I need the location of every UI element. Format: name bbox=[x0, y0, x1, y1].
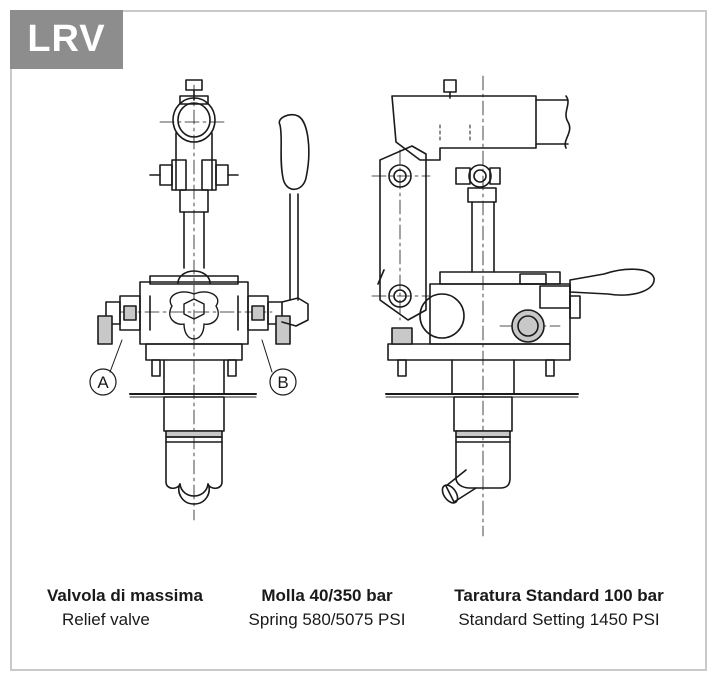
caption-relief-valve: Valvola di massima Relief valve bbox=[30, 584, 220, 632]
caption-italian: Valvola di massima bbox=[47, 586, 203, 605]
caption-italian: Molla 40/350 bar bbox=[261, 586, 393, 605]
caption-english: Relief valve bbox=[62, 610, 150, 629]
cross-bolt bbox=[149, 159, 239, 191]
hand-lever bbox=[278, 113, 310, 301]
caption-spring: Molla 40/350 bar Spring 580/5075 PSI bbox=[232, 584, 422, 632]
model-badge: LRV bbox=[10, 10, 123, 69]
caption-italian: Taratura Standard 100 bar bbox=[454, 586, 664, 605]
caption-english: Spring 580/5075 PSI bbox=[248, 610, 406, 629]
top-yoke bbox=[172, 79, 216, 191]
pivot-nut bbox=[455, 164, 501, 273]
stem bbox=[179, 189, 209, 269]
front-view bbox=[97, 79, 310, 521]
valve-body-side bbox=[387, 268, 655, 377]
lower-shaft-side bbox=[385, 359, 579, 504]
side-view bbox=[371, 75, 655, 537]
svg-text:B: B bbox=[277, 373, 288, 392]
caption-standard-setting: Taratura Standard 100 bar Standard Setti… bbox=[436, 584, 682, 632]
port-label-a: A bbox=[89, 368, 117, 396]
port-fitting-a bbox=[97, 295, 141, 345]
link-arm bbox=[377, 145, 427, 321]
port-fitting-b bbox=[247, 295, 309, 345]
svg-text:A: A bbox=[97, 373, 109, 392]
figure-frame bbox=[10, 10, 707, 671]
caption-english: Standard Setting 1450 PSI bbox=[458, 610, 660, 629]
top-arm bbox=[391, 79, 571, 161]
centerlines-front bbox=[119, 84, 273, 521]
lower-shaft-front bbox=[129, 359, 257, 505]
port-label-b: B bbox=[269, 368, 297, 396]
